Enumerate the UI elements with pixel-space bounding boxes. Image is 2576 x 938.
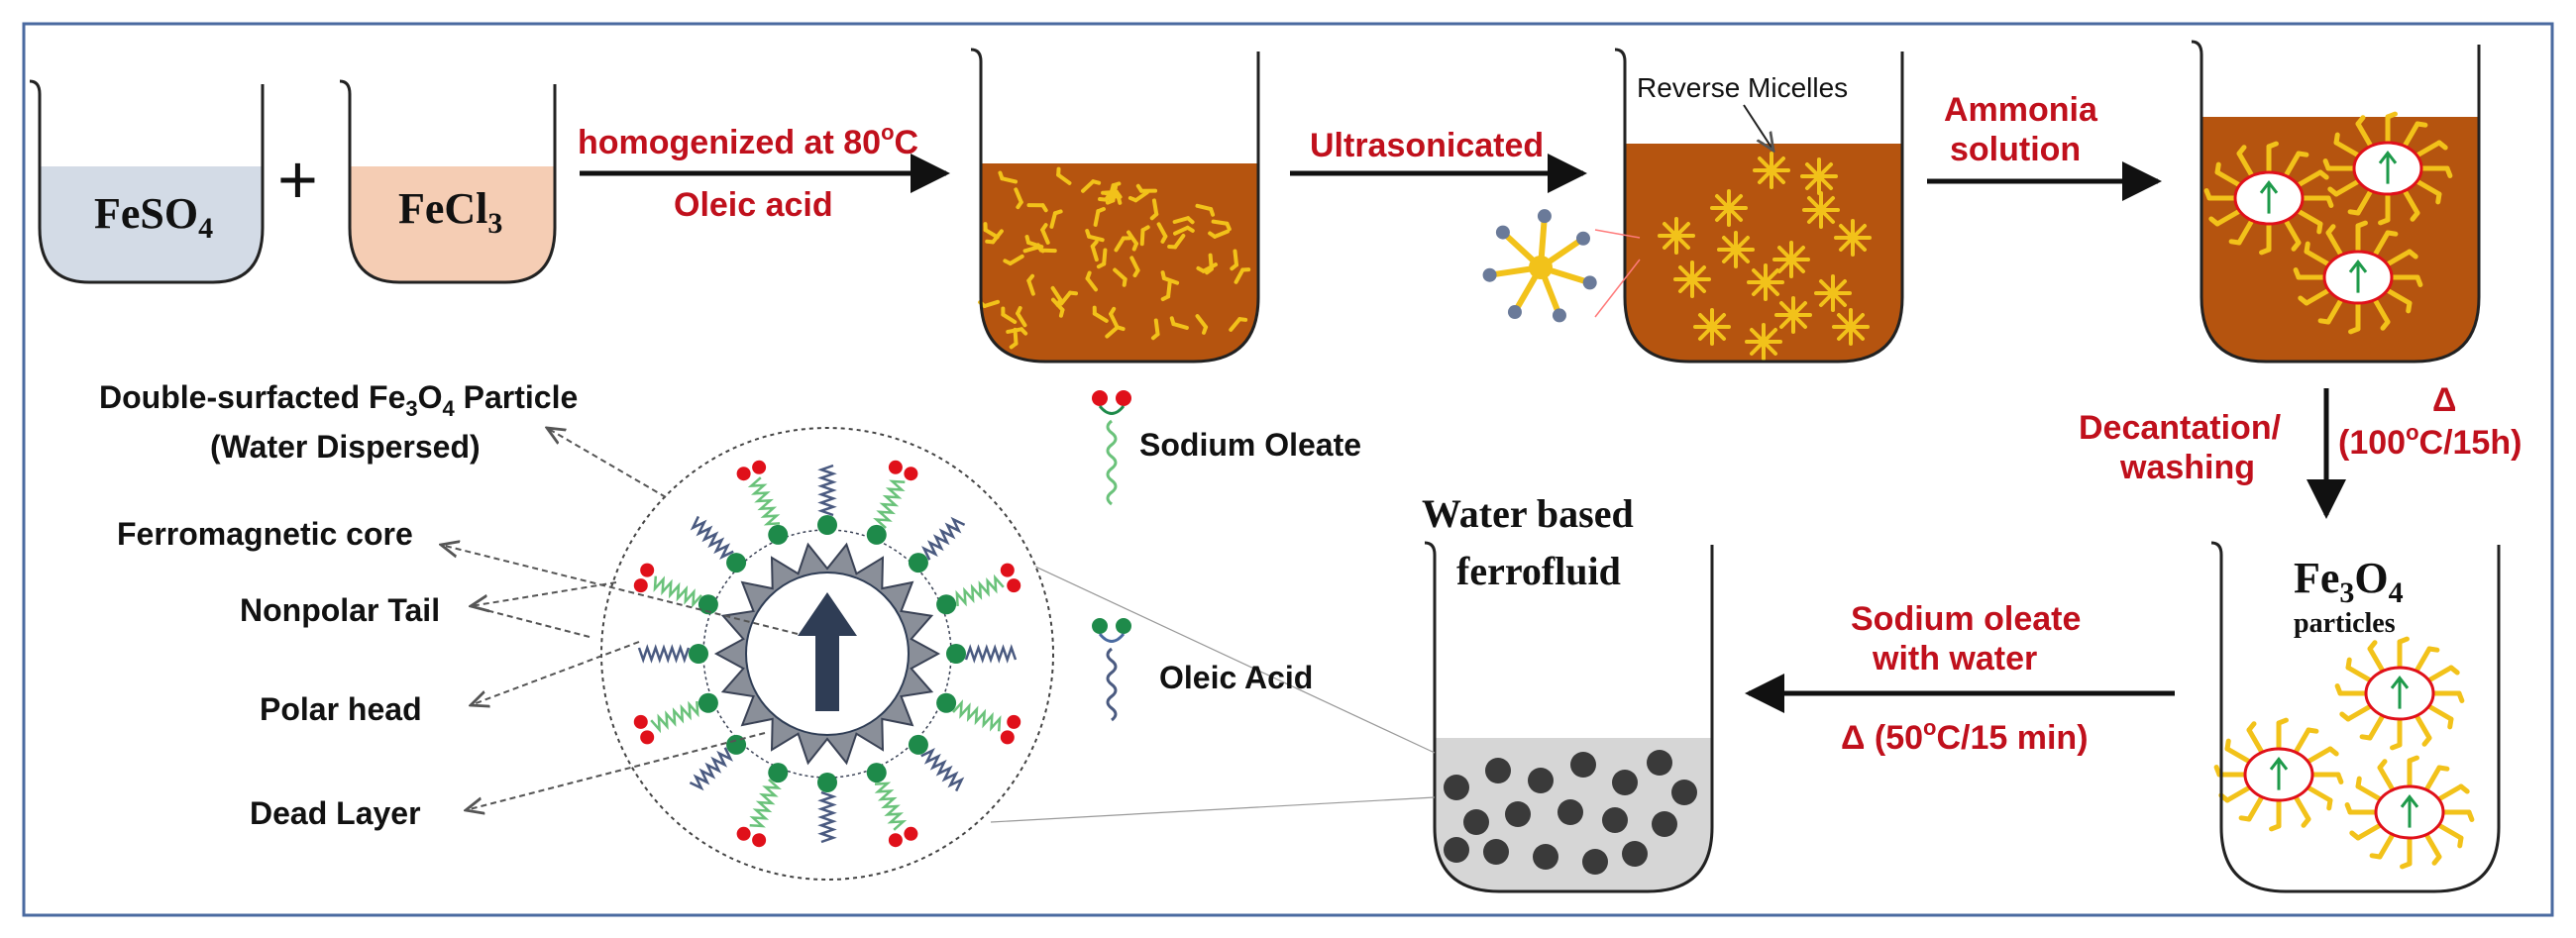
legend-pointers: [441, 428, 799, 810]
beaker-fe3o4: [2210, 541, 2501, 893]
step1-label: homogenized at 80oC: [578, 120, 918, 161]
oleic-acid-icon: [1092, 618, 1131, 722]
fe3o4-caption: particles: [2294, 608, 2396, 639]
oleic-acid-label: Oleic Acid: [1159, 660, 1313, 695]
legend-head: Polar head: [260, 691, 422, 727]
beaker-fecl3: FeCl3: [339, 79, 557, 284]
double-surfacted-particle: [600, 427, 1054, 881]
step4-left-2: washing: [2119, 449, 2255, 486]
reverse-micelles-label: Reverse Micelles: [1637, 72, 1848, 103]
ferrofluid-title-2: ferrofluid: [1456, 549, 1621, 593]
legend-dead: Dead Layer: [250, 795, 421, 831]
legend-particle-1: Double-surfacted Fe3O4 Particle: [99, 379, 578, 421]
step2-label: Ultrasonicated: [1310, 127, 1544, 164]
ferrofluid-title-1: Water based: [1422, 491, 1634, 536]
outer-frame: [22, 22, 2554, 917]
beaker-reverse-micelles: [1614, 48, 1904, 364]
step4-delta: Δ: [2432, 381, 2456, 419]
step1-reagent: Oleic acid: [674, 186, 833, 224]
sodium-oleate-label: Sodium Oleate: [1139, 427, 1361, 463]
step4-right: (100oC/15h): [2338, 420, 2522, 462]
sodium-oleate-icon: [1092, 390, 1131, 506]
step4-left-1: Decantation/: [2079, 409, 2282, 447]
legend-tail: Nonpolar Tail: [240, 592, 440, 628]
legend-particle-2: (Water Dispersed): [210, 429, 481, 465]
fe3o4-label: Fe3O4: [2294, 554, 2404, 609]
step3-label-2: solution: [1950, 131, 2081, 168]
plus-sign: +: [277, 141, 318, 218]
feso4-label: FeSO4: [94, 189, 213, 245]
beaker-ferrofluid: [1424, 541, 1714, 893]
beaker-feso4: FeSO4: [29, 79, 265, 284]
micelle-zoom-icon: [1482, 209, 1641, 323]
fecl3-label: FeCl3: [398, 184, 502, 240]
step5-label-1: Sodium oleate: [1851, 600, 2081, 638]
beaker-formation: [2191, 40, 2481, 364]
step5-label-2: with water: [1872, 640, 2037, 677]
step3-label-1: Ammonia: [1944, 91, 2098, 129]
beaker-oleic: [970, 48, 1260, 364]
step5-label-3: Δ (50oC/15 min): [1841, 715, 2089, 757]
legend-core: Ferromagnetic core: [117, 516, 413, 552]
